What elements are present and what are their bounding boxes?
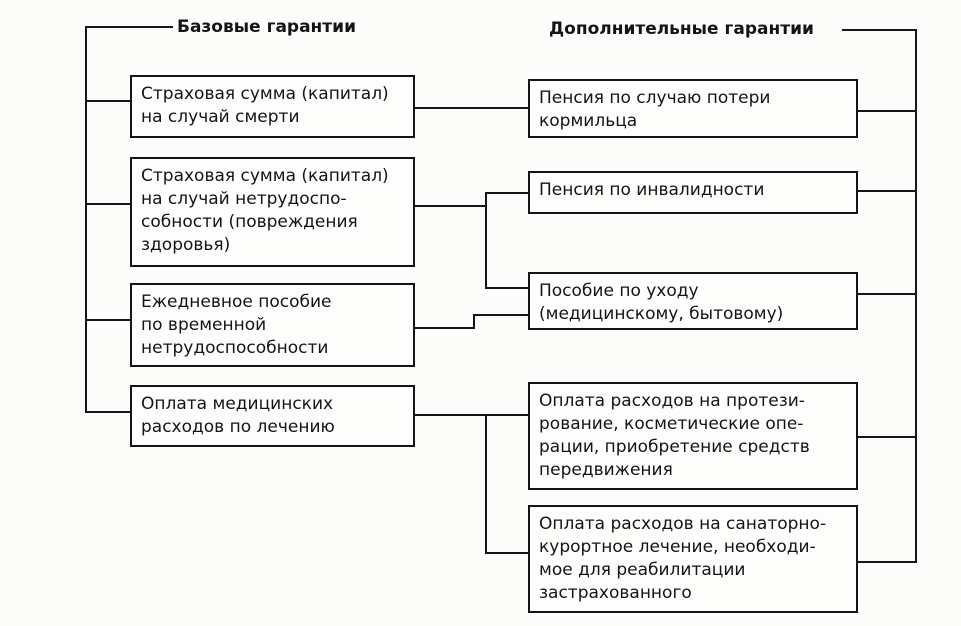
base-guarantee-death-capital: Страховая сумма (капитал) на случай смер… — [130, 75, 415, 138]
link-b3-a3 — [414, 314, 529, 329]
extra-bracket-line — [842, 29, 917, 563]
base-guarantee-disability-capital: Страховая сумма (капитал) на случай нетр… — [130, 157, 415, 267]
base-guarantee-daily-allowance: Ежедневное пособие по временной нетрудос… — [130, 283, 415, 367]
base-guarantee-medical-expenses: Оплата медицинских расходов по лечению — [130, 385, 415, 447]
extra-guarantee-care-allowance: Пособие по уходу (медицинскому, бытовому… — [528, 272, 858, 330]
header-additional-guarantees: Дополнительные гарантии — [545, 19, 818, 39]
extra-guarantee-sanatorium-expenses: Оплата расходов на санаторно- курортное … — [528, 505, 858, 613]
extra-guarantee-prosthetics-expenses: Оплата расходов на протези- рование, кос… — [528, 382, 858, 490]
extra-guarantee-survivor-pension: Пенсия по случаю потери кормильца — [528, 79, 858, 138]
link-b2-a3 — [485, 205, 529, 289]
extra-guarantee-disability-pension: Пенсия по инвалидности — [528, 171, 858, 214]
header-base-guarantees: Базовые гарантии — [173, 17, 360, 37]
base-bracket-line — [85, 26, 176, 413]
link-b2-a2 — [414, 192, 529, 207]
link-b4-a5 — [485, 414, 529, 554]
